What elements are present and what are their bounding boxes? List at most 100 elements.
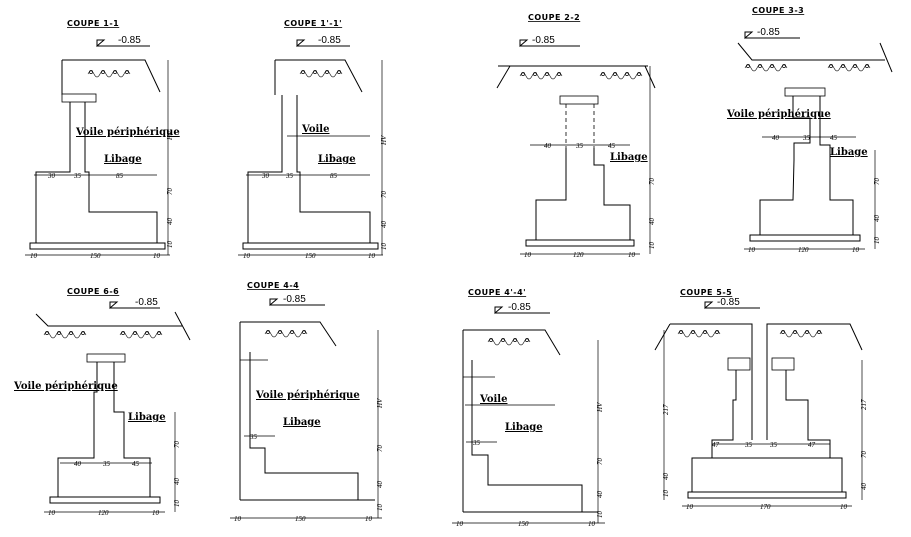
section-title: COUPE 1-1 <box>67 19 119 28</box>
dim-text: 10 <box>153 252 161 260</box>
footing-block <box>691 457 843 493</box>
section-title: COUPE 6-6 <box>67 287 119 296</box>
dim-text: 150 <box>518 520 529 528</box>
dim-text: 10 <box>152 509 160 517</box>
dim-text: 10 <box>524 251 532 259</box>
dim-text: 40 <box>662 473 670 481</box>
dim-text: HV <box>596 402 604 413</box>
dim-text: 120 <box>573 251 584 259</box>
dim-text: 70 <box>860 451 868 459</box>
dim-text: 70 <box>873 178 881 186</box>
dim-text: 40 <box>376 481 384 489</box>
rebar-hatch <box>827 64 871 72</box>
beam <box>727 357 751 371</box>
dim-text: 35 <box>73 172 82 180</box>
wall-outline <box>57 362 151 497</box>
section-title: COUPE 2-2 <box>528 13 580 22</box>
level-text: -0.85 <box>757 27 780 38</box>
level-marker: -0.85 <box>704 297 760 310</box>
dim-text: HV <box>166 130 174 141</box>
section-4p-4p: COUPE 4'-4' -0.85 Voile Libage 35 10 150… <box>452 288 605 528</box>
dim-text: 35 <box>102 460 111 468</box>
label-libage: Libage <box>128 412 166 423</box>
dim-text: 10 <box>365 515 373 523</box>
dim-text: 35 <box>802 134 811 142</box>
beam <box>784 87 826 97</box>
dim-text: 10 <box>648 242 656 250</box>
wall-outline <box>247 95 371 243</box>
rebar-hatch <box>119 331 163 339</box>
section-5-5: COUPE 5-5 -0.85 47 35 35 47 10 170 10 21… <box>654 288 868 511</box>
dim-text: 70 <box>596 458 604 466</box>
dim-text: 10 <box>840 503 848 511</box>
dim-text: 150 <box>90 252 101 260</box>
rebar-hatch <box>487 338 531 346</box>
label-voile-peripherique: Voile périphérique <box>13 381 118 392</box>
dim-text: 40 <box>860 483 868 491</box>
dim-text: 40 <box>173 478 181 486</box>
label-libage: Libage <box>505 422 543 433</box>
dim-text: 35 <box>769 441 778 449</box>
dim-text: 35 <box>285 172 294 180</box>
slab-outline <box>239 321 337 500</box>
section-2-2: COUPE 2-2 -0.85 Libage 40 35 45 10 120 1… <box>496 13 656 259</box>
dim-text: 40 <box>596 491 604 499</box>
rebar-hatch <box>599 72 643 80</box>
dim-text: 30 <box>47 172 56 180</box>
dim-text: 40 <box>544 142 552 150</box>
dim-text: 10 <box>588 520 596 528</box>
beam <box>559 95 599 105</box>
label-libage: Libage <box>283 417 321 428</box>
dim-text: 10 <box>48 509 56 517</box>
label-libage: Libage <box>830 147 868 158</box>
level-text: -0.85 <box>508 302 531 313</box>
section-title: COUPE 1'-1' <box>284 19 342 28</box>
dim-text: 120 <box>98 509 109 517</box>
dim-text: 10 <box>166 241 174 249</box>
dim-text: 35 <box>249 433 258 441</box>
label-libage: Libage <box>318 154 356 165</box>
rebar-hatch <box>744 64 788 72</box>
dim-text: 40 <box>166 218 174 226</box>
slab-outline <box>274 59 363 95</box>
rebar-hatch <box>43 331 87 339</box>
dim-text: 35 <box>472 439 481 447</box>
dim-text: 10 <box>456 520 464 528</box>
dim-text: 47 <box>712 441 720 449</box>
dim-text: 150 <box>295 515 306 523</box>
label-voile: Voile <box>479 394 507 405</box>
dim-text: 10 <box>30 252 38 260</box>
dim-text: 47 <box>808 441 816 449</box>
dim-text: 10 <box>234 515 242 523</box>
dim-text: 35 <box>575 142 584 150</box>
slab-outline <box>61 59 161 95</box>
label-voile: Voile <box>301 124 329 135</box>
dim-text: 10 <box>596 511 604 519</box>
dim-text: 170 <box>760 503 771 511</box>
dim-text: 217 <box>662 404 670 415</box>
footing <box>525 239 635 247</box>
level-marker: -0.85 <box>109 297 160 310</box>
dim-text: 45 <box>830 134 838 142</box>
dim-text: HV <box>380 135 388 146</box>
level-marker: -0.85 <box>269 294 325 307</box>
label-voile-peripherique: Voile périphérique <box>255 390 360 401</box>
dim-text: 45 <box>608 142 616 150</box>
hidden-lines <box>565 104 595 148</box>
dim-text: 10 <box>686 503 694 511</box>
rebar-hatch <box>87 70 131 78</box>
slab-outline <box>737 42 893 73</box>
dim-text: 70 <box>376 445 384 453</box>
label-voile-peripherique: Voile périphérique <box>726 109 831 120</box>
wall-outline <box>35 102 158 243</box>
dim-text: 70 <box>173 441 181 449</box>
dim-text: 35 <box>744 441 753 449</box>
level-marker: -0.85 <box>296 35 350 48</box>
rebar-hatch <box>779 330 823 338</box>
slab-outline <box>496 65 656 89</box>
level-text: -0.85 <box>532 35 555 46</box>
level-marker: -0.85 <box>744 27 800 40</box>
wall-outline <box>240 352 375 501</box>
dim-text: 85 <box>116 172 124 180</box>
